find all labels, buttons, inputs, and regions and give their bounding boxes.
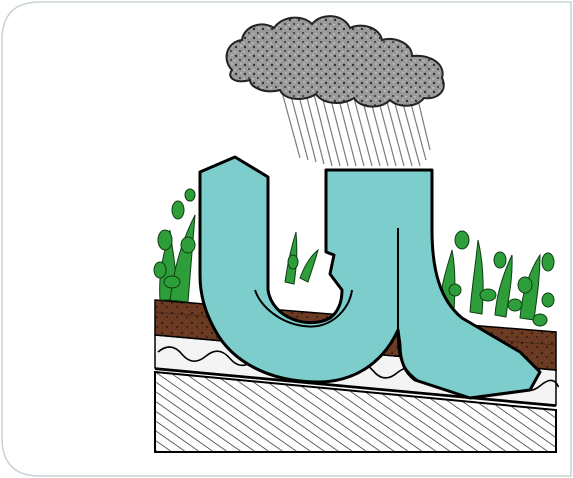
green-roof-water-flow-diagram [0, 0, 573, 478]
